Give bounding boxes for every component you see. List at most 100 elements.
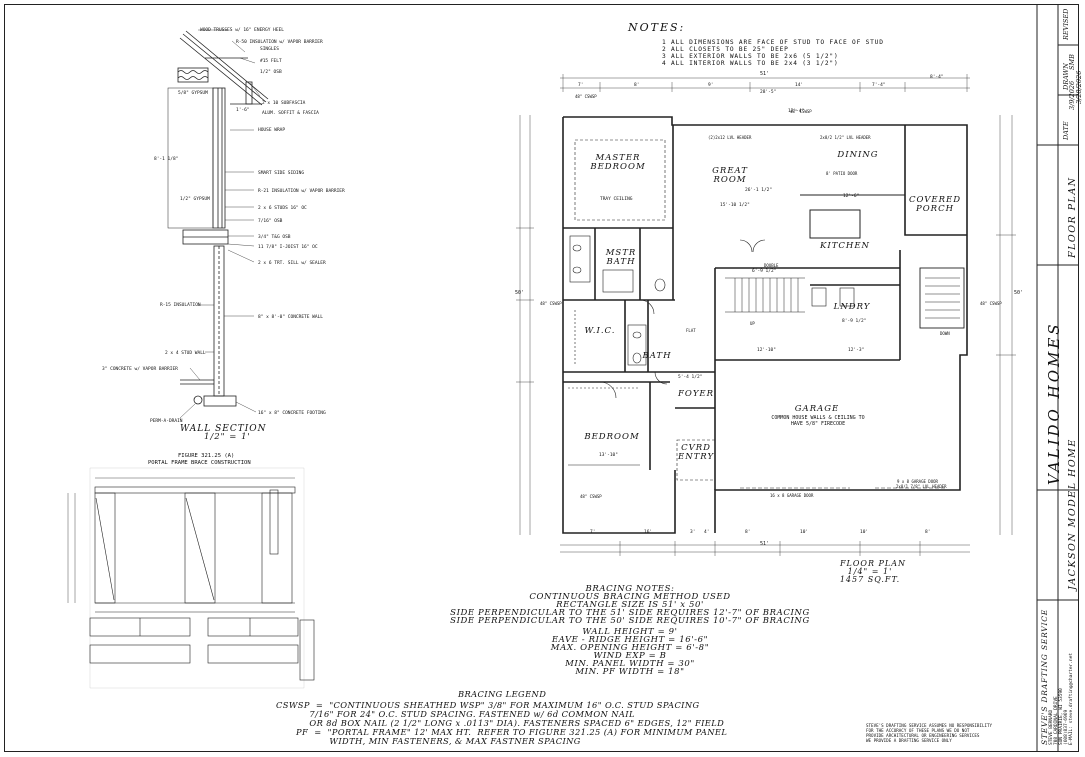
portal-frame-figure (67, 467, 315, 689)
title-drawn: SMB (1068, 54, 1076, 70)
dim-misc-5: 12'-10" (757, 348, 776, 353)
room-great-room: GREAT ROOM (712, 166, 748, 185)
dim-bottom-3: 4' (704, 530, 710, 535)
title-project: JACKSON MODEL HOME (1067, 438, 1078, 590)
disclaimer-line-3: PROVIDE ARCHITECTURAL OR ENGINEERING SER… (866, 733, 980, 738)
dim-bottom-1: 16' (644, 530, 653, 535)
dim-top-3: 14' (795, 83, 804, 88)
label-r50: R-50 INSULATION w/ VAPOR BARRIER (236, 40, 323, 45)
dim-overall-width-bottom: 51' (760, 541, 770, 547)
note-3: 3 ALL EXTERIOR WALLS TO BE 2x6 (5 1/2") (662, 53, 839, 60)
dim-top-5: 8'-4" (930, 75, 944, 80)
callout-cswsp-top-2: 48" CSWSP (790, 109, 812, 114)
dim-misc-4: 15'-10 1/2" (720, 203, 750, 208)
room-bath: BATH (642, 351, 672, 361)
floor-plan-title: FLOOR PLAN (840, 559, 907, 568)
dim-misc-10: 8'-9 1/2" (842, 319, 867, 324)
label-singles: SINGLES (260, 47, 279, 52)
title-service-line-5: E-MAIL: steve.drafting@charter.net (1069, 652, 1074, 745)
dim-misc-9: 6'-9 1/2" (752, 269, 777, 274)
title-block-lines (1036, 4, 1079, 752)
dim-bottom-2: 3' (690, 530, 696, 535)
label-ijoist: 11 7/8" I-JOIST 16" OC (258, 245, 318, 250)
label-gypsum58: 5/8" GYPSUM (178, 91, 208, 96)
callout-header-1: (2)2x12 LVL HEADER (708, 135, 752, 140)
callout-garage-door-2: 9 x 8 GARAGE DOOR (897, 479, 938, 484)
callout-cswsp-bottom: 48" CSWSP (580, 494, 602, 499)
label-slab: 3" CONCRETE w/ VAPOR BARRIER (102, 367, 178, 372)
label-concrete-wall: 8" x 8'-0" CONCRETE WALL (258, 315, 324, 320)
dim-bottom-5: 10' (800, 530, 809, 535)
room-garage: GARAGE (794, 404, 840, 414)
label-housewrap: HOUSE WRAP (258, 128, 286, 133)
dim-misc-6: 12'-3" (848, 348, 865, 353)
label-osb716: 7/16" OSB (258, 219, 283, 224)
label-felt: #15 FELT (260, 59, 282, 64)
bracing-line-1: CONTINUOUS BRACING METHOD USED (529, 592, 731, 602)
dim-overall-depth-right: 50' (1014, 290, 1024, 296)
dim-misc-0: 28'-5" (760, 90, 777, 95)
disclaimer-line-4: WE PROVIDE A DRAFTING SERVICE ONLY (866, 738, 952, 743)
disclaimer-line-2: FOR THE ACCURACY OF THESE PLANS WE DO NO… (866, 728, 970, 733)
label-footing: 16" x 8" CONCRETE FOOTING (258, 411, 326, 416)
dim-misc-8: 5'-4 1/2" (678, 375, 703, 380)
title-company: VALIDO HOMES (1045, 321, 1063, 485)
callout-cswsp-right: 48" CSWSP (980, 301, 1002, 306)
garage-firecode-note: COMMON HOUSE WALLS & CEILING TO HAVE 5/8… (771, 415, 865, 427)
floor-plan-area: 1457 SQ.FT. (839, 575, 901, 584)
dim-overall-depth: 50' (515, 290, 525, 296)
bracing-spec-5: MIN. PANEL WIDTH = 30" (565, 659, 695, 669)
portal-figure-title: FIGURE 321.25 (A) (178, 453, 235, 459)
legend-pf: PF = "PORTAL FRAME" 12' MAX HT. REFER TO… (296, 727, 728, 746)
bracing-line-3: SIDE PERPENDICULAR TO THE 51' SIDE REQUI… (450, 608, 810, 618)
dim-misc-2: 26'-1 1/2" (745, 188, 773, 193)
callout-cswsp-top-1: 48" CSWSP (575, 94, 597, 99)
label-r21: R-21 INSULATION w/ VAPOR BARRIER (258, 189, 345, 194)
callout-garage-door-1: 16 x 8 GARAGE DOOR (770, 493, 814, 498)
label-tg-osb: 3/4" T&G OSB (258, 235, 291, 240)
dim-misc-1: 12'-4" (788, 109, 805, 114)
dim-bottom-7: 8' (925, 530, 931, 535)
floor-plan-scale: 1/4" = 1' (847, 567, 893, 576)
room-master-bedroom: MASTER BEDROOM (590, 153, 646, 172)
label-sill: 2 x 6 TRT. SILL w/ SEALER (258, 261, 326, 266)
bracing-spec-1: WALL HEIGHT = 9' (582, 627, 678, 637)
title-date-label: DATE (1062, 121, 1070, 140)
room-mstr-bath: MSTR BATH (605, 248, 637, 267)
title-sheet: FLOOR PLAN (1067, 176, 1078, 258)
room-bedroom: BEDROOM (584, 432, 640, 442)
label-trusses: WOOD TRUSSES w/ 16" ENERGY HEEL (200, 28, 284, 33)
room-lndry: LNDRY (833, 302, 871, 312)
callout-double: DOUBLE (764, 263, 779, 268)
room-covered-porch: COVERED PORCH (908, 195, 962, 214)
label-gypsum12: 1/2" GYPSUM (180, 197, 210, 202)
bracing-title: BRACING NOTES: (585, 584, 675, 594)
room-foyer: FOYER (677, 389, 715, 399)
label-drain: PERM-A-DRAIN (150, 419, 183, 424)
disclaimer-line-1: STEVE'S DRAFTING SERVICE ASSUMES NO RESP… (866, 723, 993, 728)
callout-tray-ceiling: TRAY CEILING (600, 197, 633, 202)
callout-header-2: 2x8/2 1/2" LVL HEADER (820, 135, 871, 140)
wall-section-scale: 1/2" = 1' (204, 432, 251, 442)
label-soffit: ALUM. SOFFIT & FASCIA (262, 111, 319, 116)
label-overhang: 1'-6" (236, 108, 250, 113)
room-kitchen: KITCHEN (820, 241, 870, 251)
dim-overall-width: 51' (760, 71, 770, 77)
dim-bottom-4: 8' (745, 530, 751, 535)
title-revised-label: REVISED (1062, 8, 1070, 40)
label-siding: SMART SIDE SIDING (258, 171, 305, 176)
bracing-spec-4: WIND EXP = B (593, 651, 667, 661)
dim-misc-7: 13'-10" (599, 453, 618, 458)
room-dining: DINING (837, 150, 879, 160)
floor-plan-fixtures (568, 139, 945, 489)
note-1: 1 ALL DIMENSIONS ARE FACE OF STUD TO FAC… (662, 39, 884, 46)
note-2: 2 ALL CLOSETS TO BE 25" DEEP (662, 46, 789, 53)
note-4: 4 ALL INTERIOR WALLS TO BE 2x4 (3 1/2") (662, 60, 839, 67)
bracing-line-2: RECTANGLE SIZE IS 51' x 50' (556, 600, 704, 610)
callout-patio-door: 8' PATIO DOOR (826, 171, 858, 176)
floor-plan-dimension-lines (516, 74, 1016, 556)
dim-bottom-6: 10' (860, 530, 869, 535)
label-stud-wall: 2 x 4 STUD WALL (165, 351, 206, 356)
label-subfascia: 2 x 10 SUBFASCIA (262, 101, 306, 106)
